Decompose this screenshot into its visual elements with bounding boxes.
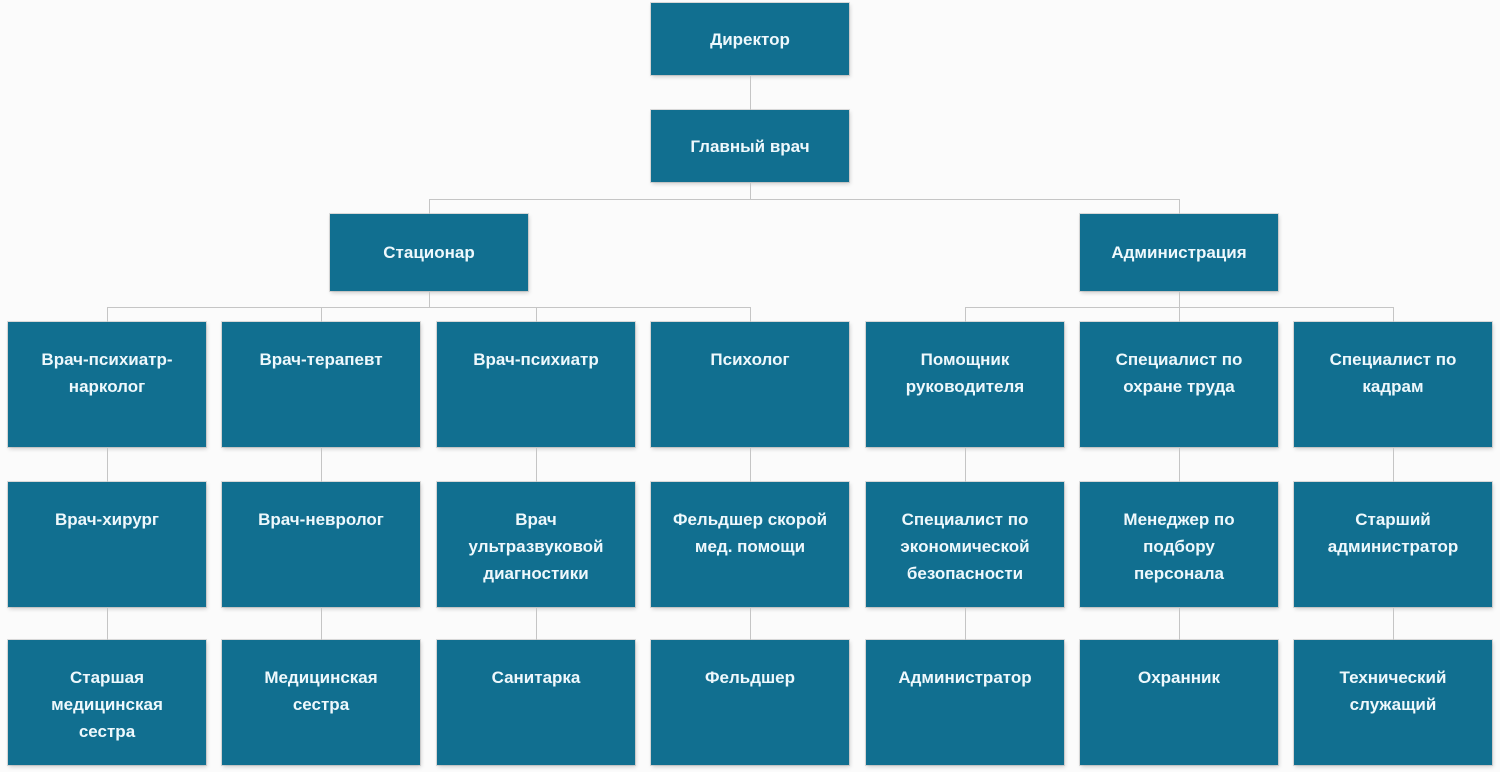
node-col4-level2: Фельдшер скорой мед. помощи [651,482,849,607]
connector-col5-l2-l3 [965,607,966,640]
node-label: Охранник [1137,668,1220,687]
node-col1-level1: Врач-психиатр-нарколог [8,322,206,447]
connector-drop-col4 [750,307,751,322]
connector-drop-col7 [1393,307,1394,322]
node-label: Специалист по кадрам [1329,350,1457,396]
connector-col7-l1-l2 [1393,447,1394,482]
connector-col3-l2-l3 [536,607,537,640]
connector-col6-l2-l3 [1179,607,1180,640]
connector-administration-stub [1179,291,1180,307]
node-label: Технический служащий [1339,668,1447,714]
connector-col5-l1-l2 [965,447,966,482]
node-col5-level2: Специалист по экономической безопасности [866,482,1064,607]
node-branch-inpatient: Стационар [330,214,528,291]
node-label: Фельдшер скорой мед. помощи [672,510,828,556]
node-col4-level3: Фельдшер [651,640,849,765]
connector-col1-l2-l3 [107,607,108,640]
connector-col4-l2-l3 [750,607,751,640]
node-label: Специалист по экономической безопасности [900,510,1030,583]
connector-col7-l2-l3 [1393,607,1394,640]
connector-col6-l1-l2 [1179,447,1180,482]
node-col1-level2: Врач-хирург [8,482,206,607]
connector-col3-l1-l2 [536,447,537,482]
node-branch-administration: Администрация [1080,214,1278,291]
connector-drop-col6 [1179,307,1180,322]
node-label: Врач-психиатр-нарколог [41,350,173,396]
node-label: Врач-хирург [55,510,159,529]
connector-chief-stub [750,182,751,199]
node-label: Фельдшер [704,668,795,687]
node-col5-level3: Администратор [866,640,1064,765]
node-col4-level1: Психолог [651,322,849,447]
node-label: Помощник руководителя [905,350,1025,396]
node-label: Менеджер по подбору персонала [1123,510,1235,583]
node-label: Директор [710,29,790,49]
node-label: Медицинская сестра [264,668,378,714]
node-label: Главный врач [690,136,810,156]
node-label: Старший администратор [1327,510,1459,556]
node-col3-level2: Врач ультразвуковой диагностики [437,482,635,607]
node-col2-level3: Медицинская сестра [222,640,420,765]
connector-drop-col2 [321,307,322,322]
node-col6-level3: Охранник [1080,640,1278,765]
connector-drop-col3 [536,307,537,322]
node-label: Врач ультразвуковой диагностики [468,510,604,583]
connector-col2-l2-l3 [321,607,322,640]
node-director: Директор [651,3,849,75]
node-col6-level2: Менеджер по подбору персонала [1080,482,1278,607]
node-col7-level2: Старший администратор [1294,482,1492,607]
node-label: Санитарка [491,668,581,687]
node-col1-level3: Старшая медицинская сестра [8,640,206,765]
connector-drop-col5 [965,307,966,322]
node-label: Администратор [898,668,1032,687]
connector-director-chief [750,75,751,110]
connector-col4-l1-l2 [750,447,751,482]
connector-col2-l1-l2 [321,447,322,482]
connector-drop-inpatient [429,199,430,214]
node-label: Специалист по охране труда [1115,350,1243,396]
connector-branches-rail [429,199,1179,200]
node-label: Администрация [1111,243,1247,262]
node-label: Старшая медицинская сестра [51,668,163,741]
node-col3-level3: Санитарка [437,640,635,765]
connector-drop-administration [1179,199,1180,214]
node-label: Психолог [710,350,790,369]
node-col5-level1: Помощник руководителя [866,322,1064,447]
node-col7-level3: Технический служащий [1294,640,1492,765]
node-col2-level2: Врач-невролог [222,482,420,607]
node-chief-physician: Главный врач [651,110,849,182]
connector-drop-col1 [107,307,108,322]
node-col6-level1: Специалист по охране труда [1080,322,1278,447]
node-col2-level1: Врач-терапевт [222,322,420,447]
node-label: Врач-невролог [258,510,384,529]
connector-col1-l1-l2 [107,447,108,482]
node-label: Врач-психиатр [473,350,599,369]
node-label: Врач-терапевт [259,350,383,369]
connector-inpatient-stub [429,291,430,307]
node-label: Стационар [383,243,475,262]
node-col7-level1: Специалист по кадрам [1294,322,1492,447]
node-col3-level1: Врач-психиатр [437,322,635,447]
connector-inpatient-rail [107,307,750,308]
